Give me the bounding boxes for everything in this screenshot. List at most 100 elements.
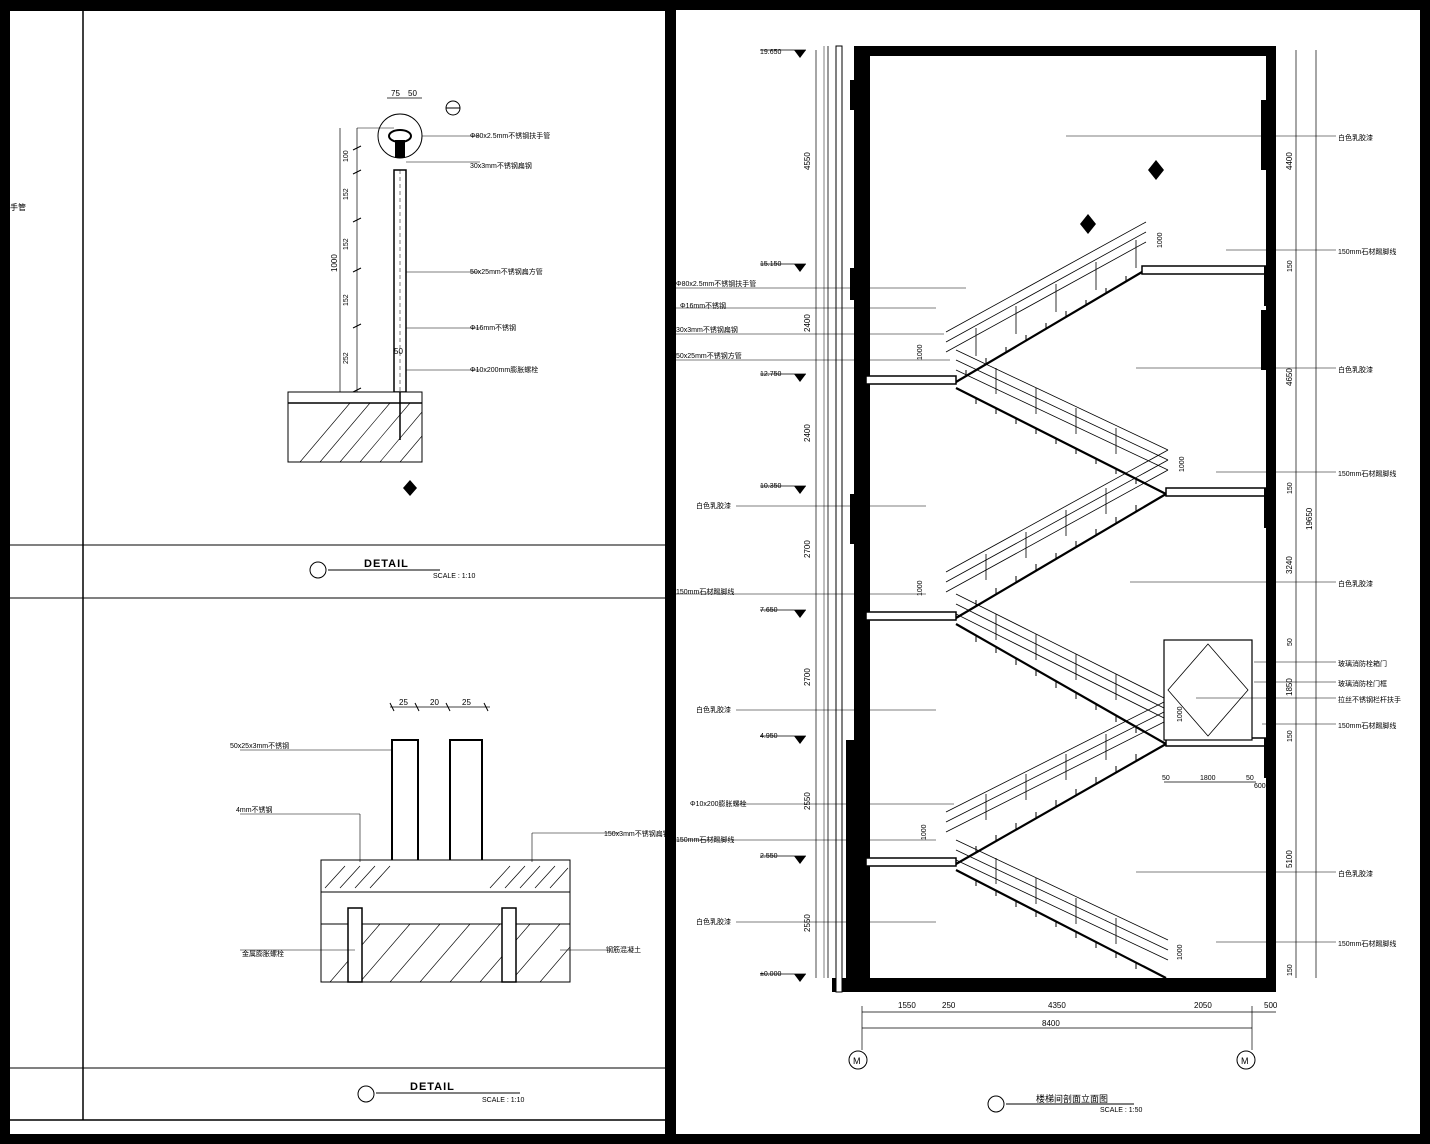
detail-bottom-marker xyxy=(357,1085,375,1103)
dim-100: 100 xyxy=(343,150,350,162)
right-dim-10: 150 xyxy=(1287,964,1294,976)
left-note-1: Φ80x2.5mm不锈钢扶手管 xyxy=(676,279,756,288)
left-dim-5: 2700 xyxy=(803,668,812,686)
callout-handrail-tube: Φ80x2.5mm不锈钢扶手管 xyxy=(470,131,550,140)
left-note-9: 150mm石材踢脚线 xyxy=(676,835,734,844)
right-note-4: 150mm石材踢脚线 xyxy=(1338,469,1396,478)
right-dim-4: 150 xyxy=(1287,482,1294,494)
right-note-7: 玻璃消防栓门框 xyxy=(1338,679,1387,688)
right-dim-8: 150 xyxy=(1287,730,1294,742)
right-dim-3: 4650 xyxy=(1285,368,1294,386)
overall-height: 19650 xyxy=(1305,507,1314,530)
rail-height-6: 1000 xyxy=(921,824,928,840)
dim-25-a: 25 xyxy=(399,698,408,707)
left-dim-4: 2700 xyxy=(803,540,812,558)
left-detail-sheet: 手管 xyxy=(10,10,665,1134)
base-detail xyxy=(240,702,620,983)
level-10350: 10.350 xyxy=(760,483,782,490)
detail-bottom-scale: SCALE : 1:10 xyxy=(482,1097,525,1104)
bottom-dim-3: 4350 xyxy=(1048,1001,1066,1010)
bottom-dim-4: 2050 xyxy=(1194,1001,1212,1010)
dim-50-post: 50 xyxy=(394,347,403,356)
left-note-2: Φ16mm不锈钢 xyxy=(680,301,726,310)
detail-top-scale: SCALE : 1:10 xyxy=(433,573,476,580)
right-note-3: 白色乳胶漆 xyxy=(1338,365,1373,374)
grid-marker-left xyxy=(848,1050,868,1070)
drawing-scale: SCALE : 1:50 xyxy=(1100,1107,1143,1114)
rail-height-1: 1000 xyxy=(1157,232,1164,248)
left-dim-2: 2400 xyxy=(803,314,812,332)
callout-flat-bar: 150x3mm不锈钢扁钢 xyxy=(604,829,665,838)
rail-height-5: 1000 xyxy=(1177,706,1184,722)
drawing-title: 楼梯间剖面立面图 xyxy=(1036,1093,1108,1104)
right-note-10: 白色乳胶漆 xyxy=(1338,869,1373,878)
right-note-9: 150mm石材踢脚线 xyxy=(1338,721,1396,730)
left-note-7: 白色乳胶漆 xyxy=(696,705,731,714)
left-note-10: 白色乳胶漆 xyxy=(696,917,731,926)
left-dim-7: 2550 xyxy=(803,914,812,932)
callout-square-tube: 50x25mm不锈钢扁方管 xyxy=(470,267,543,276)
callout-expansion-bolt: 金属膨胀螺栓 xyxy=(242,949,284,958)
handrails xyxy=(945,221,1169,961)
dim-152-a: 152 xyxy=(343,188,350,200)
stair-flights xyxy=(955,271,1167,979)
bottom-dim-1: 1550 xyxy=(898,1001,916,1010)
stair-steps xyxy=(965,276,1137,969)
callout-anchor-bolt: Φ10x200mm膨胀螺栓 xyxy=(470,365,538,374)
dim-25-b: 25 xyxy=(462,698,471,707)
right-note-5: 白色乳胶漆 xyxy=(1338,579,1373,588)
dim-152-b: 152 xyxy=(343,238,350,250)
landing-dim-3: 50 xyxy=(1246,775,1254,782)
rail-height-2: 1000 xyxy=(917,344,924,360)
level-0: ±0.000 xyxy=(760,971,781,978)
drawing-title-marker xyxy=(987,1095,1005,1113)
rail-height-3: 1000 xyxy=(1179,456,1186,472)
detail-top-marker xyxy=(309,561,327,579)
left-note-5: 白色乳胶漆 xyxy=(696,501,731,510)
handrail-detail xyxy=(287,97,480,496)
right-note-8: 拉丝不锈钢栏杆扶手 xyxy=(1338,695,1401,704)
level-2550: 2.550 xyxy=(760,853,778,860)
right-note-11: 150mm石材踢脚线 xyxy=(1338,939,1396,948)
left-edge-label: 手管 xyxy=(10,202,26,212)
rail-height-4: 1000 xyxy=(917,580,924,596)
left-note-4: 50x25mm不锈钢方管 xyxy=(676,351,742,360)
callout-concrete: 钢筋混凝土 xyxy=(606,945,641,954)
landing-dim-2: 1800 xyxy=(1200,775,1216,782)
section-symbol-2 xyxy=(1080,214,1096,234)
level-15150: 15.150 xyxy=(760,261,782,268)
detail-top-title: DETAIL xyxy=(364,558,409,570)
dim-152-c: 152 xyxy=(343,294,350,306)
left-sheet-drawing: 手管 xyxy=(10,10,665,1121)
left-note-6: 150mm石材踢脚线 xyxy=(676,587,734,596)
section-symbol-1 xyxy=(1148,160,1164,180)
landing-dim-1: 50 xyxy=(1162,775,1170,782)
grid-label-left: M xyxy=(853,1056,861,1066)
level-19650: 19.650 xyxy=(760,49,782,56)
right-dim-6: 50 xyxy=(1287,638,1294,646)
right-dim-9: 5100 xyxy=(1285,850,1294,868)
level-4950: 4.950 xyxy=(760,733,778,740)
landing-dim-4: 600 xyxy=(1254,783,1266,790)
stair-section-drawing: 19.650 15.150 12.750 10.350 7.650 4.950 … xyxy=(676,45,1401,1114)
dim-20: 20 xyxy=(430,698,439,707)
left-note-3: 30x3mm不锈钢扁钢 xyxy=(676,325,738,334)
fire-cabinet xyxy=(1163,639,1253,741)
right-section-sheet: 19.650 15.150 12.750 10.350 7.650 4.950 … xyxy=(676,10,1420,1134)
dim-1000: 1000 xyxy=(330,254,339,272)
rail-height-7: 1000 xyxy=(1177,944,1184,960)
dim-50: 50 xyxy=(408,89,417,98)
level-12750: 12.750 xyxy=(760,371,782,378)
left-dim-1: 4550 xyxy=(803,152,812,170)
overall-width: 8400 xyxy=(1042,1019,1060,1028)
bottom-dim-2: 250 xyxy=(942,1001,956,1010)
right-dim-5: 3240 xyxy=(1285,556,1294,574)
right-note-1: 白色乳胶漆 xyxy=(1338,133,1373,142)
right-dim-2: 150 xyxy=(1287,260,1294,272)
bottom-dim-5: 500 xyxy=(1264,1001,1278,1010)
callout-steel-tube: 50x25x3mm不锈钢 xyxy=(230,741,289,750)
level-7650: 7.650 xyxy=(760,607,778,614)
right-note-6: 玻璃消防栓箱门 xyxy=(1338,659,1387,668)
right-dim-1: 4400 xyxy=(1285,152,1294,170)
callout-flat-steel: 30x3mm不锈钢扁钢 xyxy=(470,161,532,170)
